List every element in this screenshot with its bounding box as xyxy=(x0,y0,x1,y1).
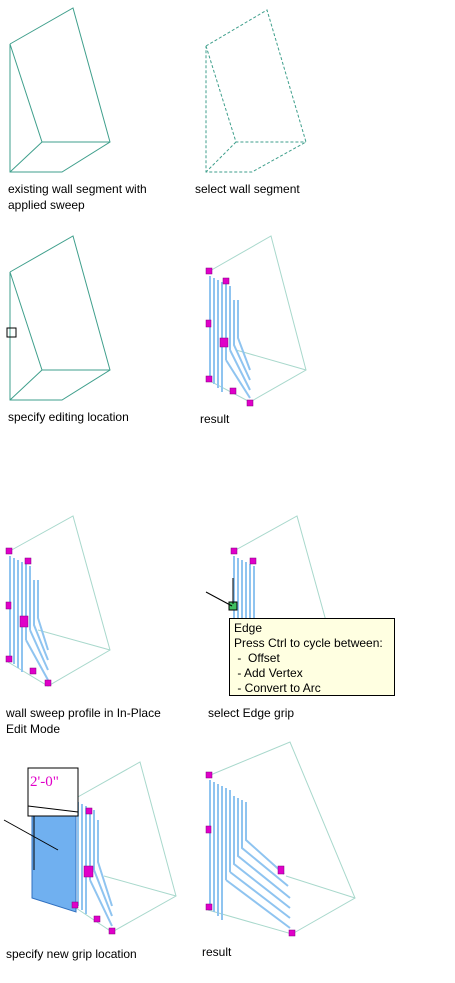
caption-inplace-edit-line2: Edit Mode xyxy=(6,722,61,736)
wall-segment-result-1 xyxy=(207,235,307,403)
grip-cursor-line xyxy=(3,819,59,851)
sweep-profile-hatch-1 xyxy=(209,276,251,399)
tooltip-option-convert-to-arc: - Convert to Arc xyxy=(234,681,321,695)
wall-segment-selected xyxy=(205,9,307,173)
wall-segment-edit-location xyxy=(9,235,111,401)
sweep-profile-hatch-2 xyxy=(9,556,49,681)
sweep-profile-hatch-5 xyxy=(209,780,291,929)
caption-existing-wall-line2: applied sweep xyxy=(8,198,85,212)
caption-select-wall: select wall segment xyxy=(195,182,300,196)
tooltip-title: Edge xyxy=(234,621,263,635)
wall-segment-existing xyxy=(9,7,111,173)
caption-result-2: result xyxy=(202,945,232,959)
caption-select-edge-grip: select Edge grip xyxy=(208,706,295,720)
caption-new-grip-location: specify new grip location xyxy=(6,947,137,961)
dimension-box xyxy=(27,767,79,817)
grips-new-location xyxy=(71,807,116,935)
tooltip-subtitle: Press Ctrl to cycle between: xyxy=(234,636,383,650)
grips-result-1 xyxy=(205,267,254,407)
pick-box-cursor xyxy=(6,327,17,338)
cursor-line xyxy=(205,591,233,607)
caption-inplace-edit-line1: wall sweep profile in In-Place xyxy=(6,706,161,720)
sweep-profile-hatch-4 xyxy=(77,802,113,927)
caption-existing-wall-line1: existing wall segment with xyxy=(8,182,147,196)
wall-segment-result-2 xyxy=(207,741,356,935)
wall-segment-inplace-edit xyxy=(7,515,111,687)
tooltip-option-add-vertex: - Add Vertex xyxy=(234,666,303,680)
wall-segment-new-grip xyxy=(75,761,177,933)
grips-inplace-edit xyxy=(5,547,52,687)
grips-edge-select xyxy=(230,547,257,565)
grips-result-2 xyxy=(205,771,296,937)
caption-editing-location: specify editing location xyxy=(8,410,129,424)
caption-result-1: result xyxy=(200,412,230,426)
dimension-label: 2'-0" xyxy=(30,774,59,790)
tooltip-option-offset: - Offset xyxy=(234,651,280,665)
edge-grip-tooltip: Edge Press Ctrl to cycle between: - Offs… xyxy=(229,618,395,696)
